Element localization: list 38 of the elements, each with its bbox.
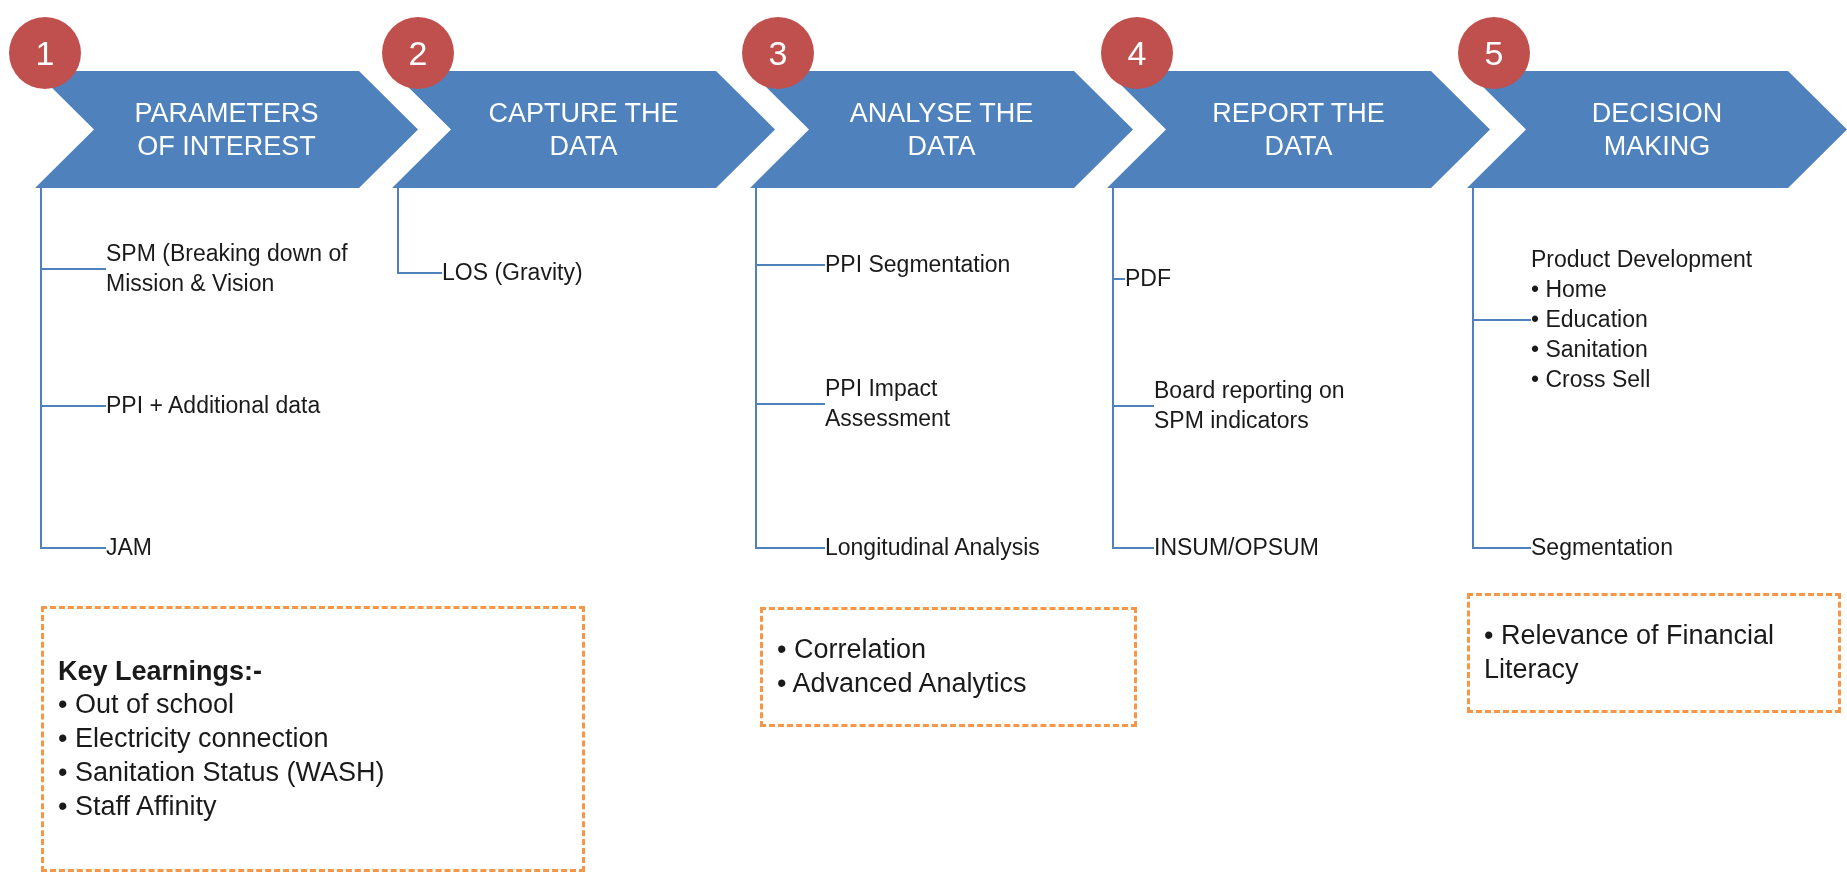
- step-number-badge: 2: [382, 17, 454, 89]
- item-bullet: • Sanitation: [1531, 334, 1649, 364]
- note-bullet: • Electricity connection: [58, 722, 330, 756]
- note-bullet: • Correlation: [777, 633, 927, 667]
- note-bullet: • Sanitation Status (WASH): [58, 755, 386, 789]
- step-number-badge: 5: [1458, 17, 1530, 89]
- item-text: INSUM/OPSUM: [1154, 533, 1320, 563]
- item-bullet: • Education: [1531, 305, 1649, 335]
- dashed-note-box: [41, 606, 585, 872]
- item-text: LOS (Gravity): [442, 258, 584, 288]
- note-heading: Key Learnings:-: [58, 654, 264, 688]
- step-number-badge: 1: [9, 17, 81, 89]
- item-bullet: • Cross Sell: [1531, 364, 1652, 394]
- step-title: CAPTURE THE DATA: [487, 97, 680, 162]
- item-text: Board reporting on SPM indicators: [1154, 376, 1346, 435]
- note-bullet: • Advanced Analytics: [777, 667, 1028, 700]
- item-text: JAM: [106, 533, 153, 563]
- item-text: Product Development: [1531, 245, 1754, 275]
- step-title: REPORT THE DATA: [1211, 97, 1386, 162]
- step-title: ANALYSE THE DATA: [848, 97, 1035, 162]
- note-bullet: • Relevance of Financial Literacy: [1484, 619, 1776, 686]
- item-text: SPM (Breaking down of Mission & Vision: [106, 239, 349, 298]
- note-bullet: • Staff Affinity: [58, 789, 218, 823]
- item-text: Segmentation: [1531, 533, 1674, 563]
- step-title: DECISION MAKING: [1590, 97, 1724, 162]
- step-number-badge: 3: [742, 17, 814, 89]
- connector-line: [397, 187, 443, 274]
- step-number-badge: 4: [1101, 17, 1173, 89]
- item-text: PDF: [1125, 264, 1172, 294]
- step-title: PARAMETERS OF INTEREST: [133, 97, 320, 162]
- item-bullet: • Home: [1531, 275, 1608, 305]
- item-text: Longitudinal Analysis: [825, 533, 1041, 563]
- item-text: PPI Impact Assessment: [825, 374, 952, 433]
- item-text: PPI + Additional data: [106, 391, 322, 421]
- dashed-note-box: [1467, 593, 1841, 713]
- item-text: PPI Segmentation: [825, 250, 1012, 280]
- note-bullet: • Out of school: [58, 688, 236, 722]
- dashed-note-box: [760, 607, 1137, 727]
